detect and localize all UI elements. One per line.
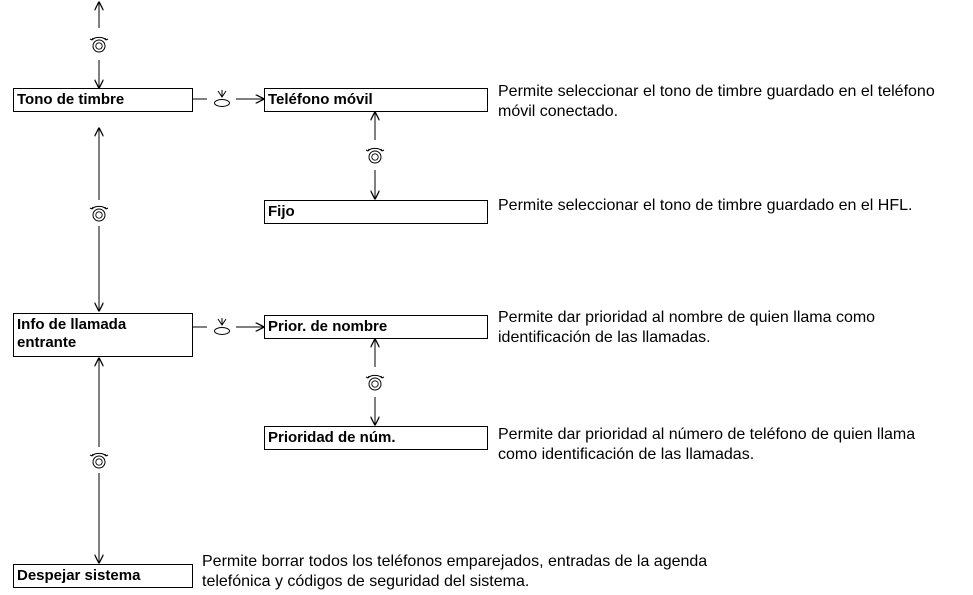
interface-dial-rotate-icon [365, 374, 385, 391]
option-fixed: Fijo [264, 200, 488, 224]
menu-item-incoming-call-info: Info de llamada entrante [13, 313, 193, 357]
description-clear-system: Permite borrar todos los teléfonos empar… [202, 553, 708, 590]
interface-dial-rotate-icon [89, 452, 109, 469]
interface-dial-press-icon [214, 317, 230, 335]
description-mobile-phone: Permite seleccionar el tono de timbre gu… [498, 83, 935, 120]
interface-dial-rotate-icon [365, 147, 385, 164]
option-mobile-phone: Teléfono móvil [264, 88, 488, 112]
option-name-priority: Prior. de nombre [264, 315, 488, 339]
menu-item-clear-system: Despejar sistema [13, 564, 193, 588]
option-number-priority: Prioridad de núm. [264, 426, 488, 450]
interface-dial-rotate-icon [89, 205, 109, 222]
description-name-priority: Permite dar prioridad al nombre de quien… [498, 309, 876, 346]
description-fixed: Permite seleccionar el tono de timbre gu… [498, 197, 913, 214]
interface-dial-press-icon [214, 89, 230, 107]
interface-dial-rotate-icon [89, 36, 109, 53]
menu-item-ringtone: Tono de timbre [13, 88, 193, 112]
description-number-priority: Permite dar prioridad al número de teléf… [498, 426, 916, 463]
